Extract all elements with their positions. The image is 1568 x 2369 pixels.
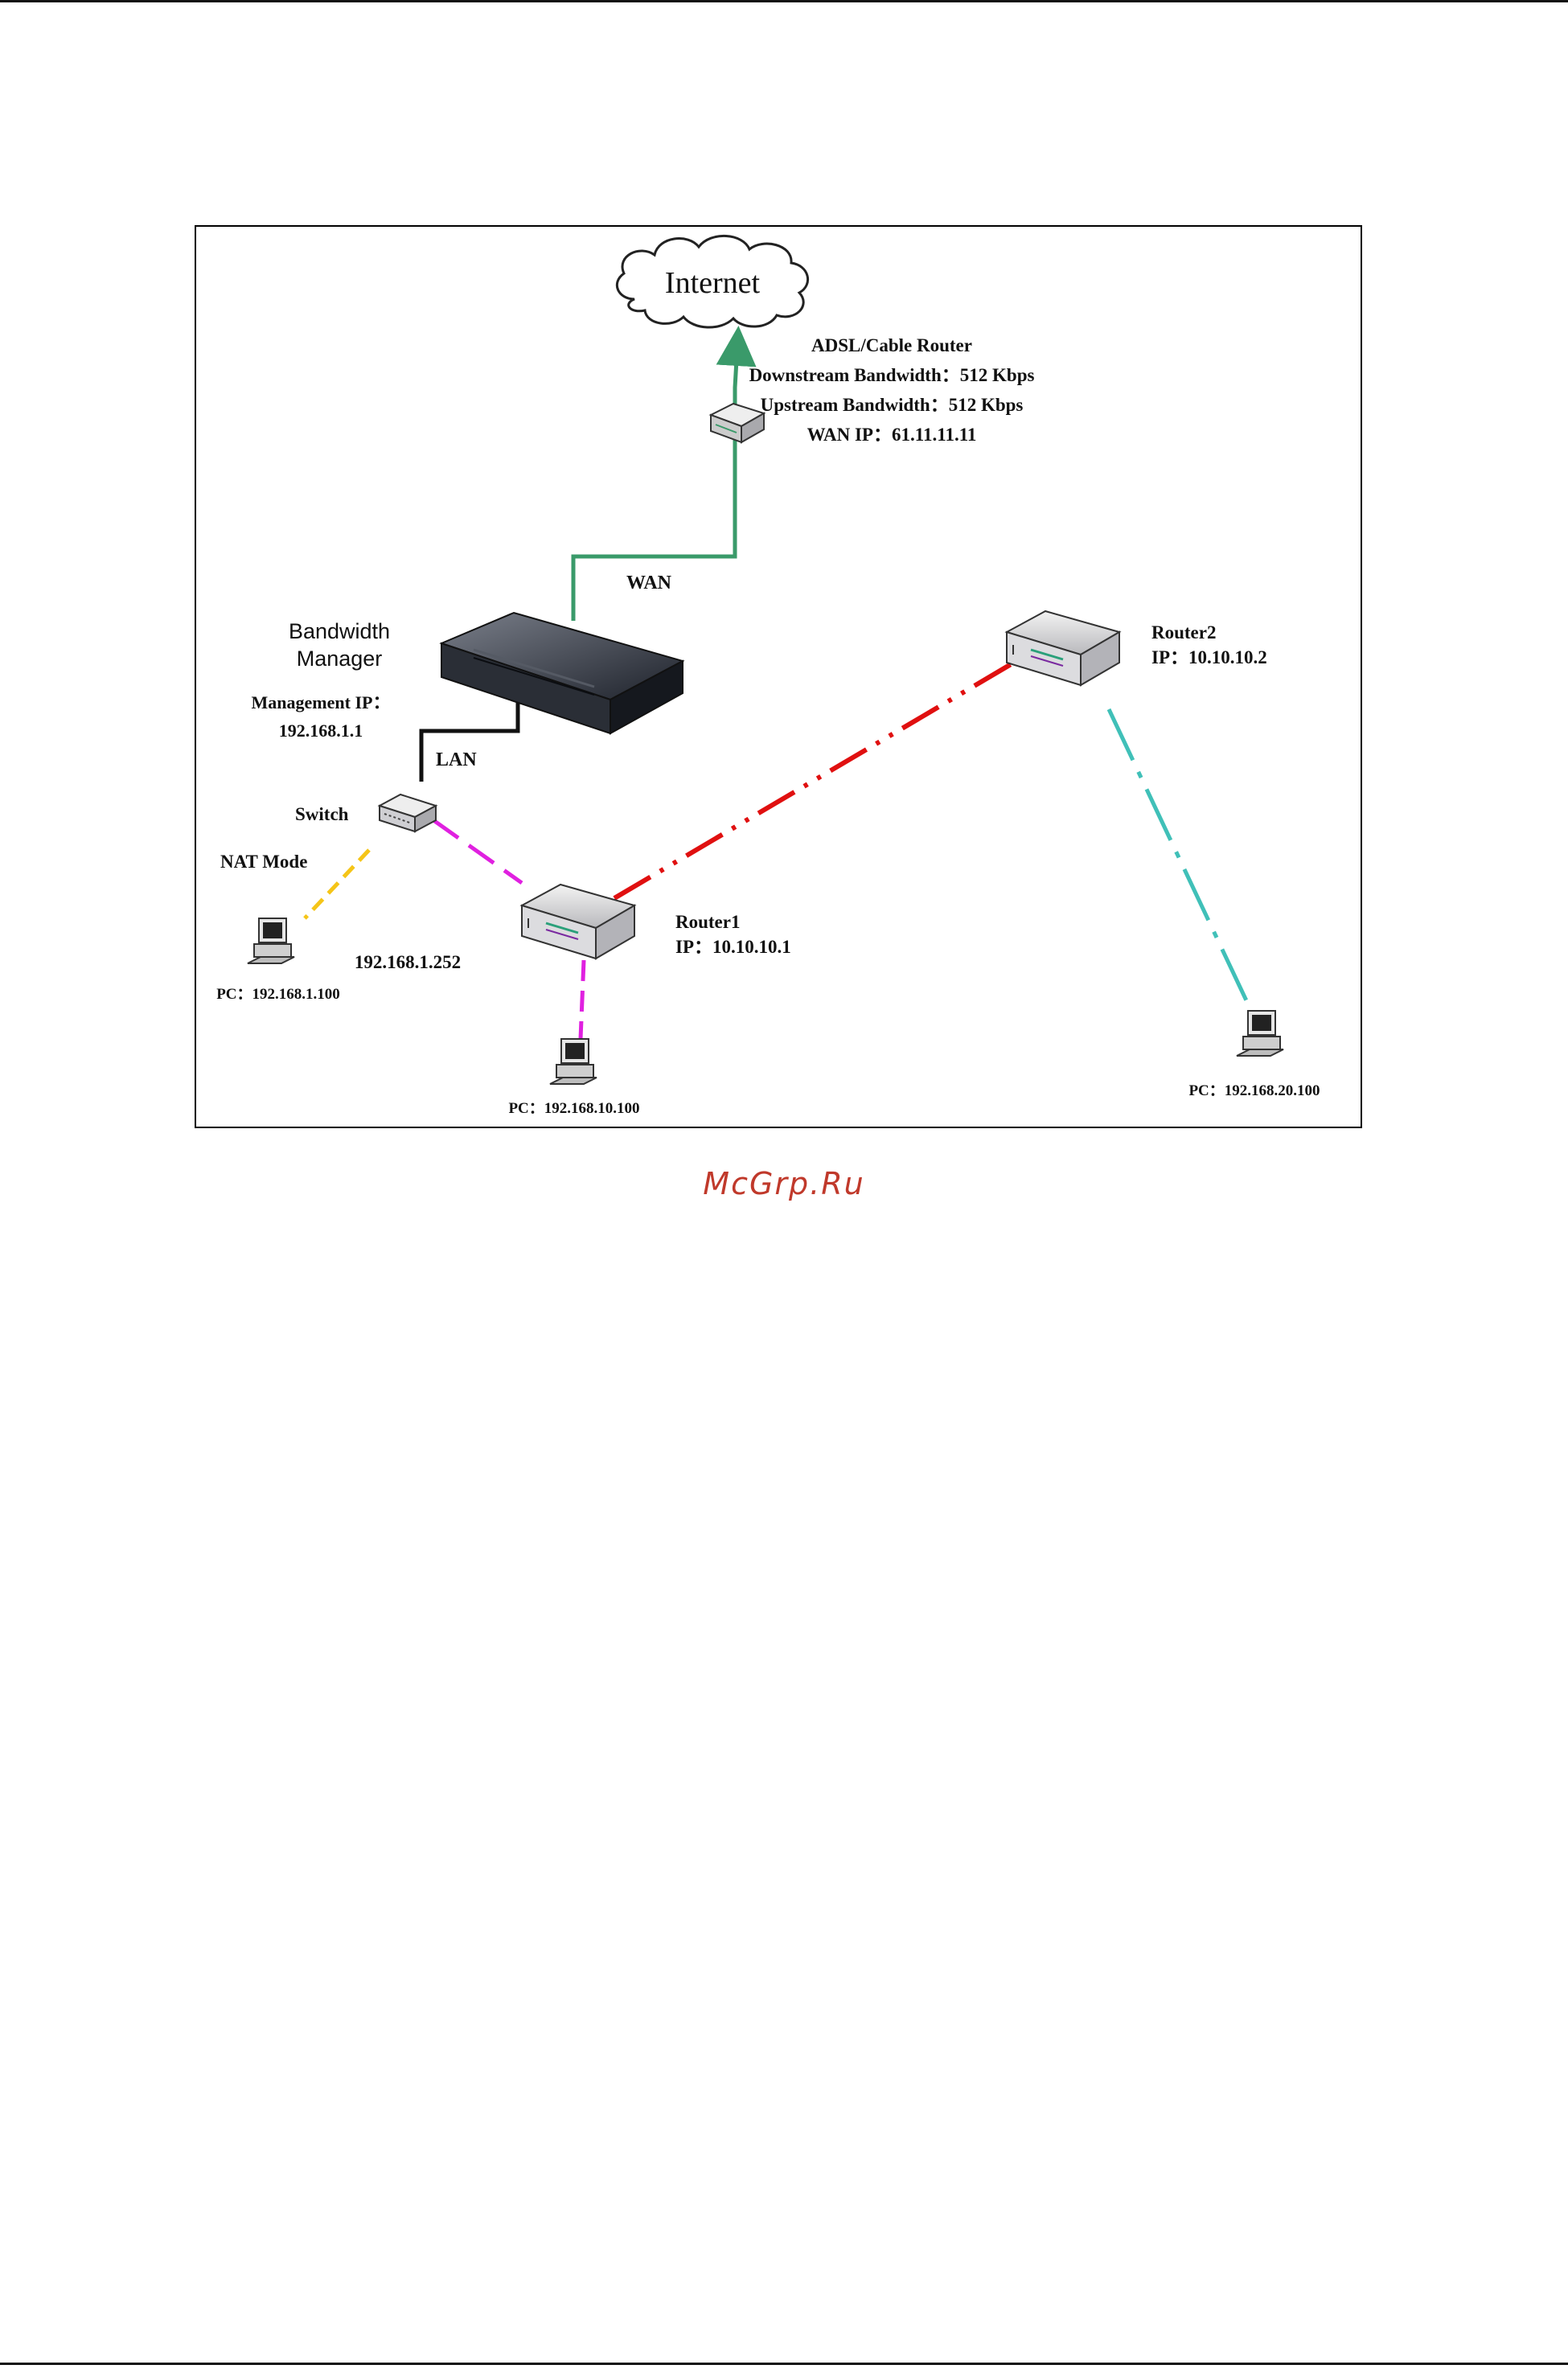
bandwidth-manager-title-line2: Manager — [297, 647, 383, 671]
watermark: McGrp.Ru — [0, 1166, 1568, 1201]
pc1-icon — [248, 918, 294, 963]
adsl-upstream-label: Upstream Bandwidth：512 Kbps — [761, 395, 1024, 415]
wan-label: WAN — [626, 573, 672, 593]
router1-pc2-link — [581, 960, 584, 1039]
router2-ip: IP：10.10.10.2 — [1151, 647, 1267, 667]
pc1-label: PC：192.168.1.100 — [216, 986, 340, 1003]
adsl-wan-ip-label: WAN IP：61.11.11.11 — [807, 425, 977, 445]
switch-label: Switch — [295, 804, 349, 824]
network-diagram: Internet ADSL/Cable Router Downstream Ba… — [195, 225, 1362, 1128]
top-rule — [0, 0, 1568, 2]
bandwidth-manager-title-line1: Bandwidth — [289, 619, 390, 643]
adsl-downstream-label: Downstream Bandwidth：512 Kbps — [749, 365, 1035, 385]
router1-lan-ip: 192.168.1.252 — [355, 952, 461, 972]
router1-title: Router1 — [675, 912, 740, 932]
bottom-rule — [0, 2363, 1568, 2365]
management-ip-label: Management IP： — [252, 692, 391, 712]
pc2-label: PC：192.168.10.100 — [508, 1100, 639, 1117]
pc2-icon — [550, 1039, 597, 1084]
switch-icon — [380, 794, 436, 831]
router2-pc3-link — [1109, 709, 1251, 1011]
router2-icon — [1007, 611, 1119, 685]
pc3-icon — [1237, 1011, 1283, 1056]
router1-ip: IP：10.10.10.1 — [675, 937, 791, 957]
bandwidth-manager-icon — [441, 613, 683, 733]
management-ip-value: 192.168.1.1 — [279, 721, 363, 741]
switch-router1-link — [433, 820, 522, 883]
internet-label: Internet — [665, 266, 761, 300]
nat-link — [305, 850, 369, 918]
adsl-router-icon — [711, 404, 764, 442]
nat-mode-label: NAT Mode — [220, 852, 307, 872]
pc3-label: PC：192.168.20.100 — [1188, 1082, 1320, 1099]
adsl-router-title: ADSL/Cable Router — [811, 335, 972, 355]
lan-label: LAN — [436, 749, 477, 770]
router2-title: Router2 — [1151, 622, 1216, 643]
